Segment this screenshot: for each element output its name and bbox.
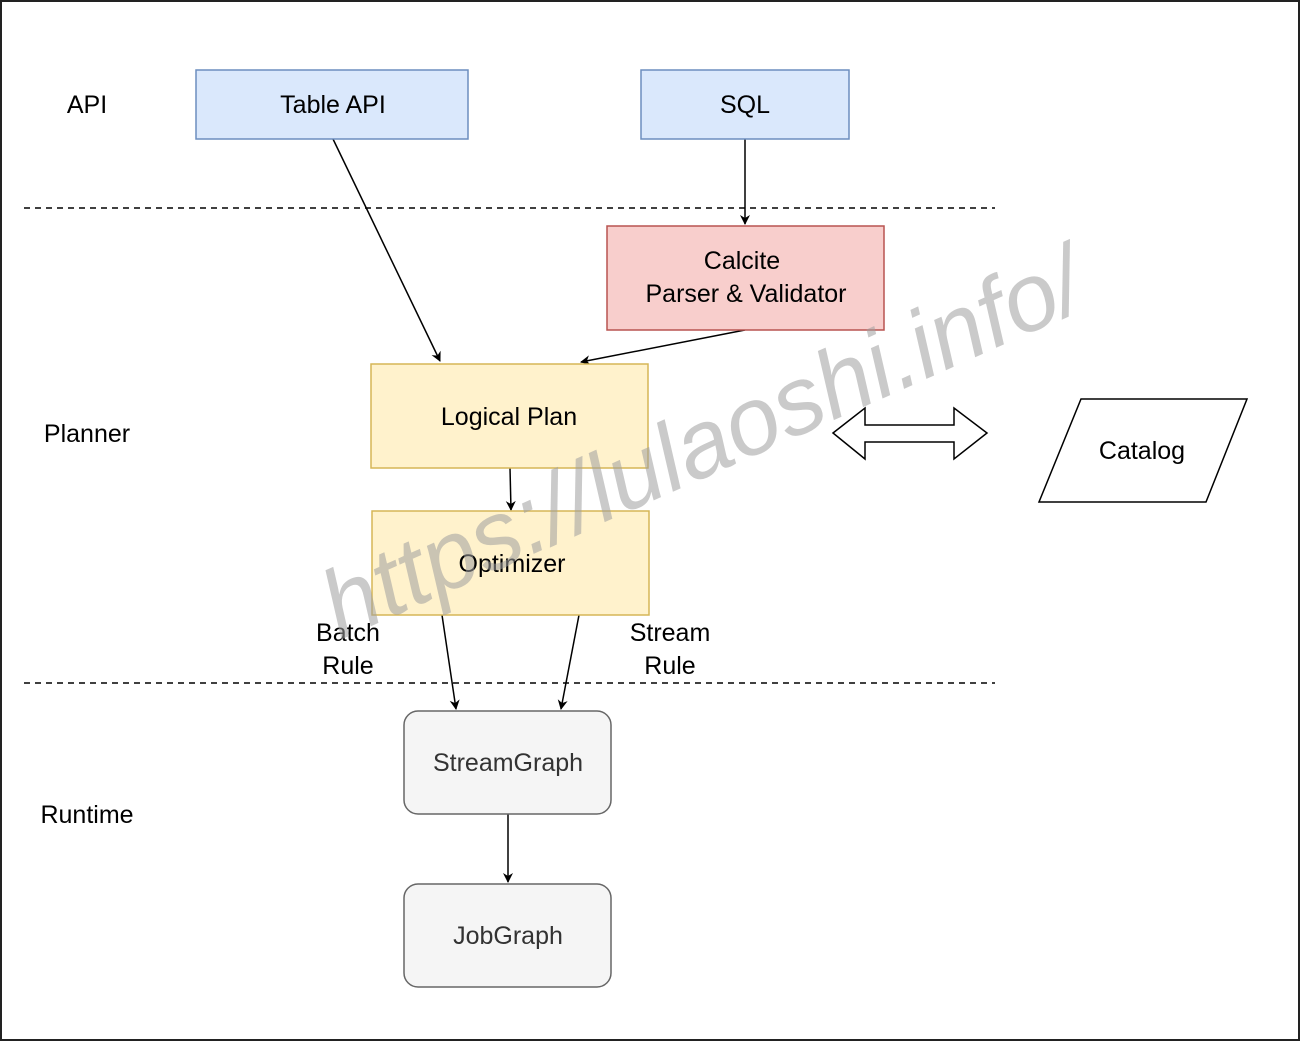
node-table-api[interactable]: Table API: [195, 69, 469, 140]
node-calcite-label-line2: Parser & Validator: [645, 280, 846, 308]
edge-label-batch-line1: Batch: [316, 619, 380, 647]
node-calcite-parser-validator[interactable]: Calcite Parser & Validator: [606, 225, 885, 331]
node-sql[interactable]: SQL: [640, 69, 850, 140]
edge-label-stream-line1: Stream: [630, 619, 711, 647]
node-jobgraph-label: JobGraph: [453, 922, 563, 950]
node-calcite-label-line1: Calcite: [704, 247, 780, 275]
node-catalog[interactable]: Catalog: [1037, 398, 1249, 503]
edge-optimizer-to-streamgraph-stream: [557, 614, 580, 710]
node-logical-plan[interactable]: Logical Plan: [370, 363, 649, 469]
bidirectional-arrow-icon: [831, 406, 989, 461]
node-streamgraph-label: StreamGraph: [433, 749, 583, 777]
edge-calcite-to-logical-plan: [580, 329, 746, 366]
node-optimizer[interactable]: Optimizer: [371, 510, 650, 616]
node-sql-label: SQL: [720, 91, 770, 119]
layer-label-runtime: Runtime: [40, 801, 133, 829]
edge-label-batch-line2: Rule: [322, 652, 373, 680]
node-table-api-label: Table API: [280, 91, 386, 119]
edge-logical-plan-to-optimizer: [505, 467, 516, 511]
edge-label-stream-line2: Rule: [644, 652, 695, 680]
node-optimizer-label: Optimizer: [459, 550, 566, 578]
node-catalog-label: Catalog: [1099, 437, 1185, 465]
layer-label-planner: Planner: [44, 420, 130, 448]
edge-optimizer-to-streamgraph-batch: [441, 614, 460, 710]
node-jobgraph[interactable]: JobGraph: [403, 883, 612, 988]
node-streamgraph[interactable]: StreamGraph: [403, 710, 612, 815]
edge-table-api-to-logical-plan: [332, 138, 441, 362]
node-logical-plan-label: Logical Plan: [441, 403, 577, 431]
layer-label-api: API: [67, 91, 107, 119]
